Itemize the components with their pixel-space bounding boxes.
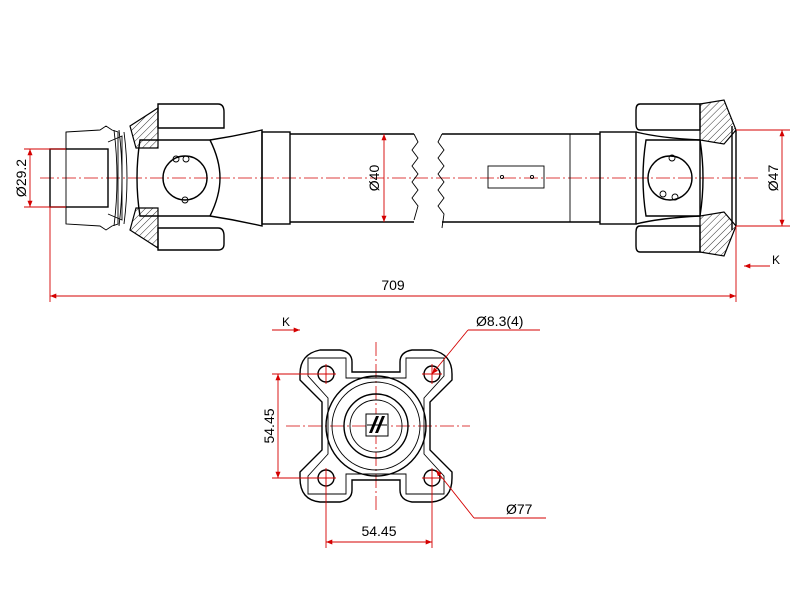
view-k-arrow-flange: K	[272, 315, 300, 333]
dim-right-flange: Ø47	[736, 129, 790, 227]
dim-bolt-holes: Ø8.3(4)	[431, 313, 540, 375]
left-universal-joint	[129, 103, 291, 251]
dim-flange-outer: Ø77	[435, 469, 546, 519]
tube-left-section	[290, 133, 419, 223]
dim-left-spline: Ø29.2	[13, 148, 66, 208]
tube-diameter-label: Ø40	[366, 165, 382, 192]
left-spline-diameter-label: Ø29.2	[13, 159, 29, 197]
tube-right-section	[437, 133, 600, 229]
flange-outer-diameter-label: Ø77	[506, 501, 533, 517]
flange-hub-inner	[343, 393, 409, 459]
flange-view-marker-label: K	[282, 315, 290, 329]
bolt-holes-label: Ø8.3(4)	[476, 313, 523, 329]
right-universal-joint	[599, 99, 737, 257]
dim-tube: Ø40	[366, 134, 387, 222]
dim-flange-height: 54.45	[261, 373, 326, 479]
side-view: Ø29.2 Ø40 Ø47 K 709	[13, 99, 790, 302]
view-k-arrow-side: K	[744, 253, 780, 269]
flange-width-label: 54.45	[361, 523, 396, 539]
overall-length-label: 709	[381, 277, 405, 293]
balance-weight	[487, 165, 545, 189]
brand-emblem-logo	[365, 413, 389, 437]
dim-flange-width: 54.45	[325, 478, 433, 548]
side-view-marker-label: K	[772, 253, 780, 267]
flange-hub-outer	[325, 375, 427, 477]
dim-overall-length: 709	[49, 207, 737, 302]
right-flange-diameter-label: Ø47	[765, 165, 781, 192]
flange-view: Ø8.3(4) Ø77 54.45 54.45 K	[261, 313, 546, 548]
left-spline-stub	[49, 125, 128, 231]
flange-height-label: 54.45	[261, 408, 277, 443]
